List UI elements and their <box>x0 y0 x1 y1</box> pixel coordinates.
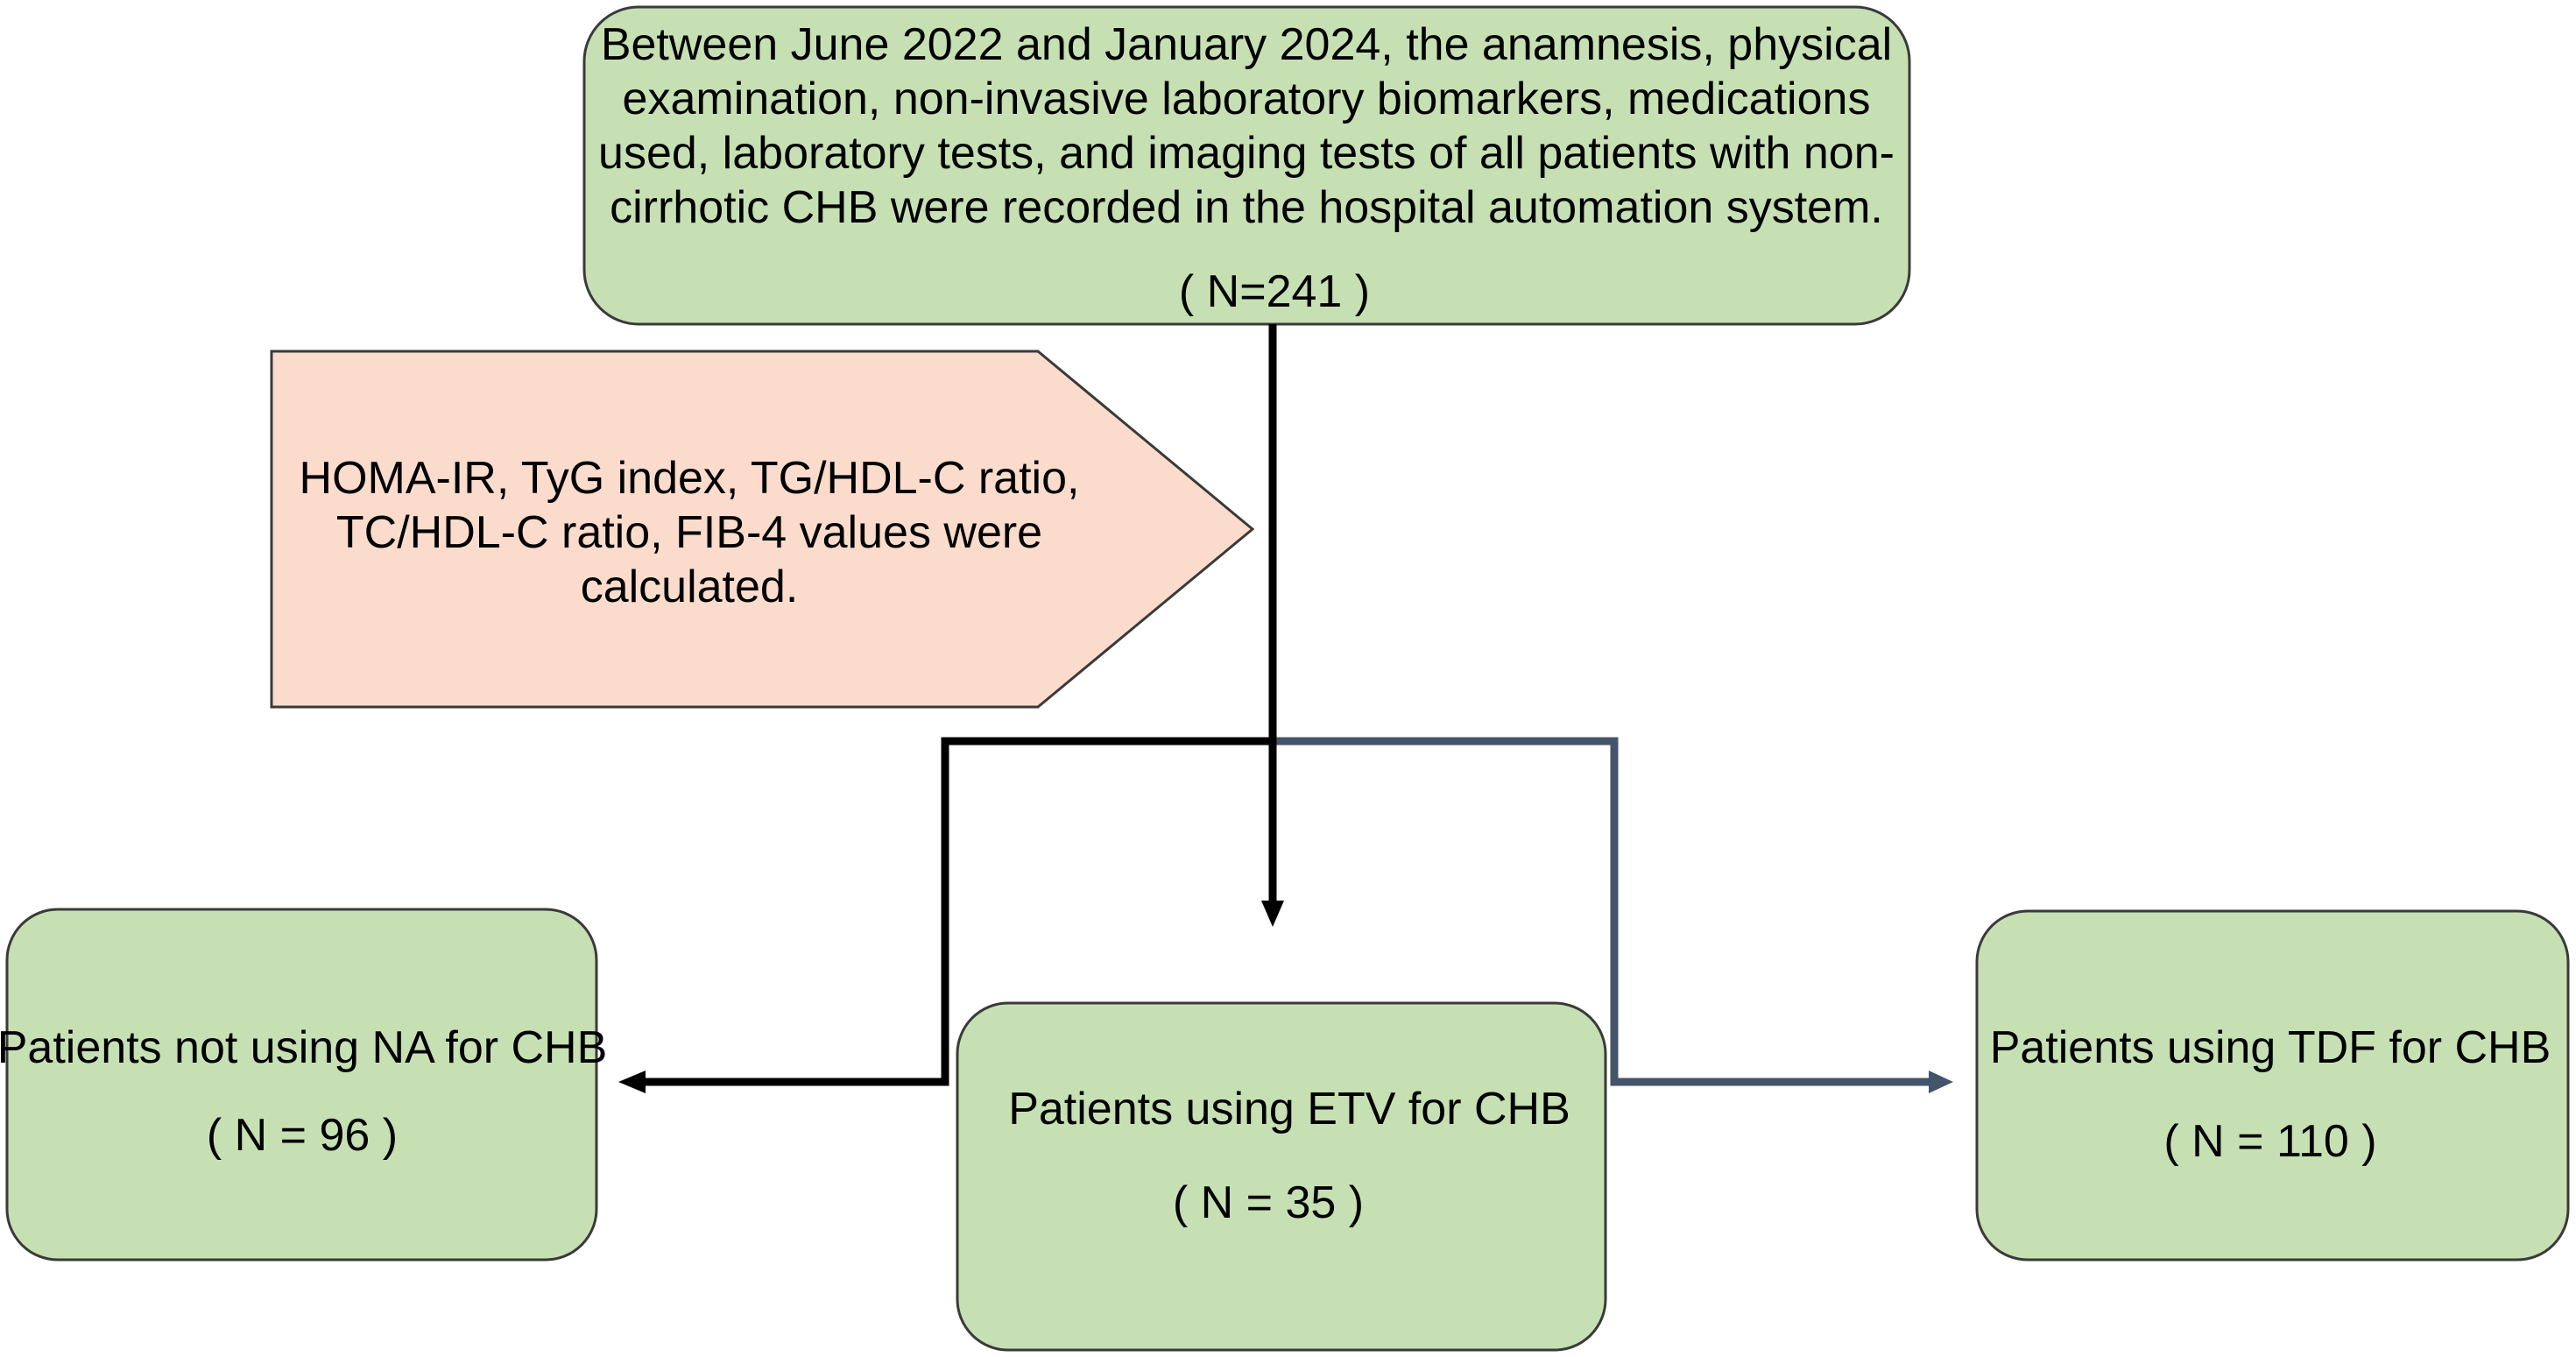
center-box <box>956 1001 1607 1352</box>
connector-to-left-box <box>644 737 1273 1086</box>
arrowhead-down <box>1261 901 1284 927</box>
right-box-count: ( N = 110 ) <box>2163 1116 2376 1167</box>
note-line-2: TC/HDL-C ratio, FIB-4 values were <box>336 507 1042 558</box>
center-box-count: ( N = 35 ) <box>1173 1177 1364 1228</box>
top-box-line-3: used, laboratory tests, and imaging test… <box>598 128 1895 179</box>
top-box-line-4: cirrhotic CHB were recorded in the hospi… <box>610 182 1883 233</box>
connector-to-right-box <box>1273 737 1931 1086</box>
arrowhead-left <box>618 1071 646 1093</box>
right-box-label: Patients using TDF for CHB <box>1990 1022 2551 1073</box>
left-box-count: ( N = 96 ) <box>207 1110 398 1161</box>
top-box-line-1: Between June 2022 and January 2024, the … <box>601 19 1892 70</box>
center-box-label: Patients using ETV for CHB <box>1008 1084 1570 1134</box>
right-box <box>1975 909 2570 1262</box>
arrowhead-right <box>1929 1071 1953 1093</box>
top-box-count: ( N=241 ) <box>1179 266 1370 317</box>
calculation-note-arrow <box>270 350 1255 709</box>
note-line-1: HOMA-IR, TyG index, TG/HDL-C ratio, <box>300 453 1080 504</box>
top-box-line-2: examination, non-invasive laboratory bio… <box>623 74 1871 124</box>
left-box <box>5 908 598 1262</box>
top-box <box>582 5 1911 326</box>
note-line-3: calculated. <box>581 562 799 612</box>
left-box-label: Patients not using NA for CHB <box>0 1022 607 1073</box>
